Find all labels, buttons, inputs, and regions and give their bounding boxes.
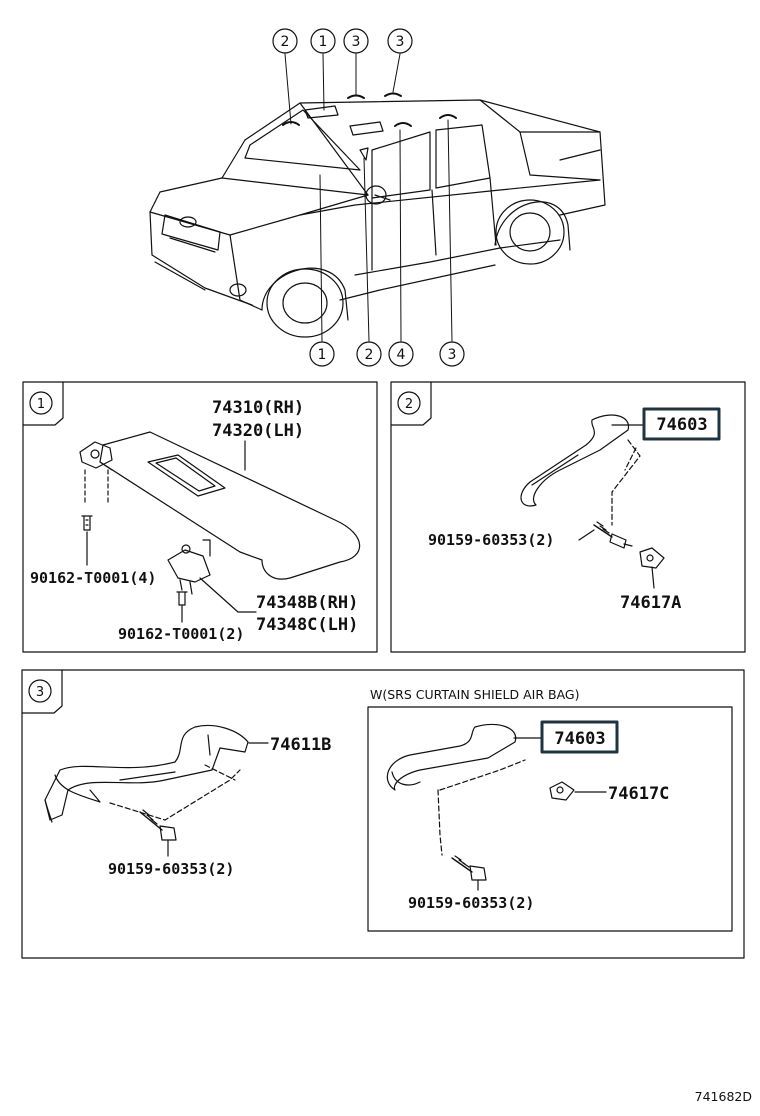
grip-part-panel2: 74603: [656, 415, 707, 435]
srs-subpanel-title: W(SRS CURTAIN SHIELD AIR BAG): [370, 687, 580, 702]
panel-2-label: 2: [405, 397, 413, 412]
callout-bottom-3: 4: [397, 347, 406, 363]
top-callouts: 2 1 3 3: [272, 28, 413, 54]
visor-lh-part: 74320(LH): [212, 421, 304, 441]
panel-2-assist-grip: 2: [390, 381, 746, 653]
panel-1-sun-visor: 1: [22, 381, 378, 653]
grip-screw-part-panel2: 90159-60353(2): [428, 531, 554, 549]
visor-rh-part: 74310(RH): [212, 398, 304, 418]
holder-screw-part: 90162-T0001(2): [118, 625, 244, 643]
visor-screw-part: 90162-T0001(4): [30, 569, 156, 587]
callout-bottom-2: 2: [365, 347, 374, 363]
panel-3-label: 3: [36, 685, 44, 700]
panel-3-assist-grip: 3: [21, 669, 745, 959]
cover-part-srs: 74617C: [608, 784, 669, 804]
bottom-callouts: 1 2 4 3: [309, 341, 465, 367]
callout-bottom-1: 1: [318, 347, 327, 363]
panel-1-label: 1: [37, 397, 45, 412]
grip-part-srs: 74603: [554, 729, 605, 749]
srs-subpanel: [367, 706, 733, 932]
callout-top-4: 3: [396, 34, 405, 50]
grip-part-highlight-box: [642, 407, 721, 441]
pickup-truck-illustration: [149, 92, 606, 338]
grip-part-panel3: 74611B: [270, 735, 331, 755]
callout-top-1: 2: [281, 34, 290, 50]
grip-screw-part-panel3: 90159-60353(2): [108, 860, 234, 878]
holder-lh-part: 74348C(LH): [256, 615, 358, 635]
callout-top-2: 1: [319, 34, 328, 50]
callout-bottom-4: 3: [448, 347, 457, 363]
holder-rh-part: 74348B(RH): [256, 593, 358, 613]
callout-top-3: 3: [352, 34, 361, 50]
srs-grip-part-highlight-box: [540, 720, 619, 754]
figure-id: 741682D: [695, 1089, 752, 1104]
grip-screw-part-srs: 90159-60353(2): [408, 894, 534, 912]
callout-leaders: [284, 53, 453, 342]
cover-part-panel2: 74617A: [620, 593, 681, 613]
